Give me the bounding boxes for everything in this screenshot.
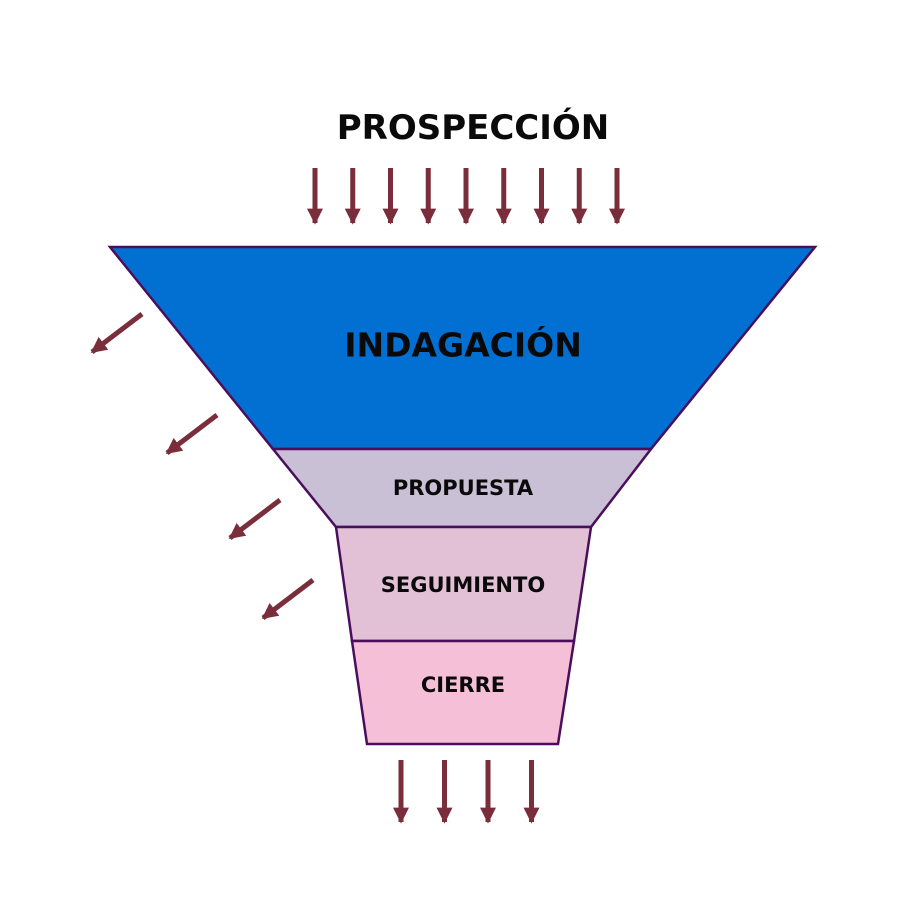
loss-arrow-icon — [228, 498, 282, 540]
loss-arrow-icon — [261, 578, 315, 620]
loss-arrows — [90, 312, 315, 620]
output-arrows — [392, 760, 540, 824]
loss-arrow-icon — [165, 413, 219, 455]
stage-seguimiento-label: SEGUIMIENTO — [381, 573, 545, 597]
stage-propuesta-label: PROPUESTA — [393, 476, 534, 500]
stage-indagacion-label: INDAGACIÓN — [344, 325, 582, 365]
stage-cierre-label: CIERRE — [421, 673, 505, 697]
loss-arrow-icon — [90, 312, 144, 354]
input-arrows — [306, 168, 626, 225]
stage-cierre-band — [350, 639, 576, 746]
funnel-title: PROSPECCIÓN — [337, 107, 610, 148]
